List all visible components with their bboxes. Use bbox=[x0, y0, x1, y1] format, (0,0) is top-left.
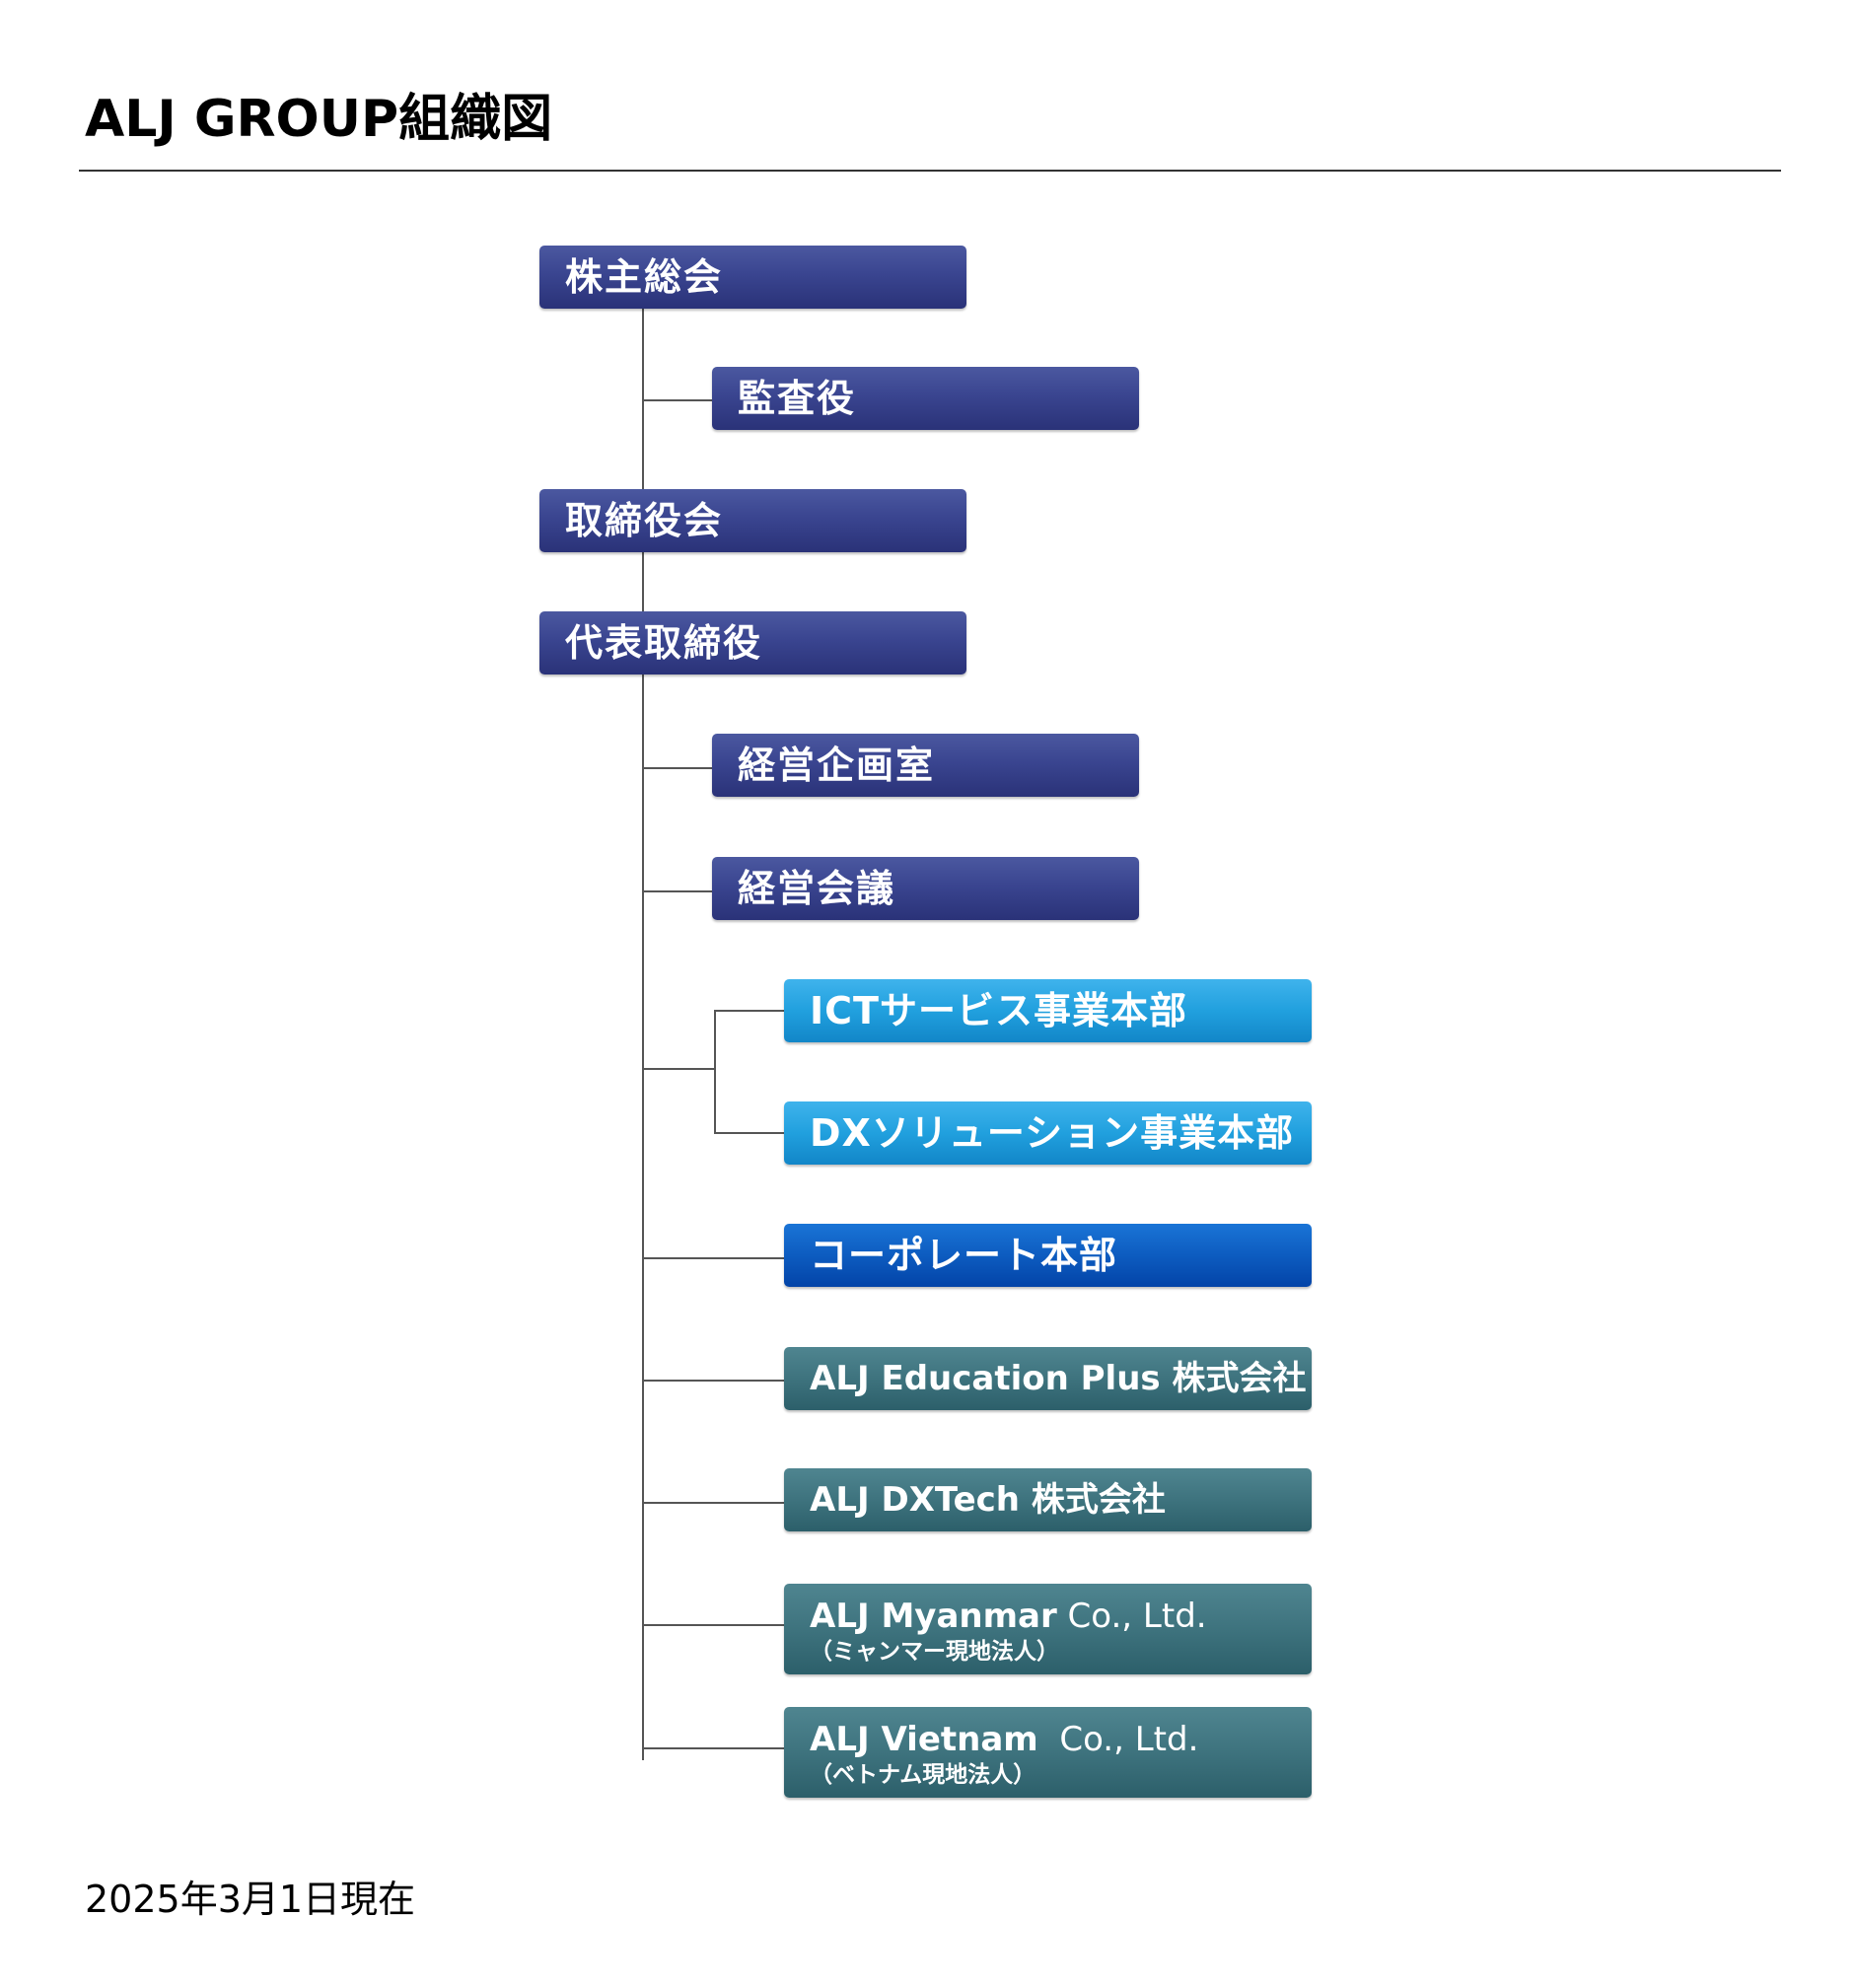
page-title: ALJ GROUP組織図 bbox=[85, 90, 553, 149]
node-label: DXソリューション事業本部 bbox=[810, 1111, 1295, 1155]
node-auditor: 監査役 bbox=[712, 367, 1139, 430]
connector-vietnam bbox=[642, 1747, 785, 1749]
node-label: 監査役 bbox=[738, 377, 857, 420]
node-alj-education-plus: ALJ Education Plus 株式会社 bbox=[784, 1347, 1312, 1410]
connector-education bbox=[642, 1380, 785, 1382]
connector-ict bbox=[714, 1010, 785, 1012]
connector-dxtech bbox=[642, 1502, 785, 1504]
company-name: ALJ Vietnam bbox=[810, 1720, 1038, 1759]
node-label: ALJ DXTech 株式会社 bbox=[810, 1480, 1166, 1520]
company-suffix: Co., Ltd. bbox=[1037, 1720, 1199, 1759]
node-board-of-directors: 取締役会 bbox=[539, 489, 966, 552]
node-label-group: ALJ Myanmar Co., Ltd. （ミャンマー現地法人） bbox=[810, 1597, 1207, 1668]
connector-management-meeting bbox=[642, 890, 713, 892]
node-label: 株主総会 bbox=[565, 255, 724, 299]
node-corporate-division: コーポレート本部 bbox=[784, 1224, 1312, 1287]
company-name: ALJ Myanmar bbox=[810, 1597, 1057, 1636]
connector-corporate bbox=[642, 1257, 785, 1259]
node-management-meeting: 経営会議 bbox=[712, 857, 1139, 920]
node-label: 取締役会 bbox=[565, 499, 724, 542]
node-alj-dxtech: ALJ DXTech 株式会社 bbox=[784, 1468, 1312, 1531]
node-representative-director: 代表取締役 bbox=[539, 611, 966, 674]
node-dx-solution-division: DXソリューション事業本部 bbox=[784, 1101, 1312, 1165]
connector-planning bbox=[642, 767, 713, 769]
node-label: 経営企画室 bbox=[738, 744, 936, 787]
node-label: ALJ Education Plus 株式会社 bbox=[810, 1359, 1307, 1398]
node-label: コーポレート本部 bbox=[810, 1234, 1118, 1277]
company-suffix: Co., Ltd. bbox=[1056, 1597, 1207, 1636]
connector-dx bbox=[714, 1132, 785, 1134]
node-management-planning-office: 経営企画室 bbox=[712, 734, 1139, 797]
node-label: 経営会議 bbox=[738, 867, 896, 910]
as-of-date: 2025年3月1日現在 bbox=[85, 1878, 416, 1921]
connector-business-group bbox=[642, 1068, 715, 1070]
company-note: （ミャンマー現地法人） bbox=[810, 1639, 1059, 1666]
node-label: ICTサービス事業本部 bbox=[810, 989, 1187, 1032]
company-note: （ベトナム現地法人） bbox=[810, 1762, 1036, 1789]
node-label: 代表取締役 bbox=[565, 621, 763, 665]
connector-business-group-vertical bbox=[714, 1010, 716, 1133]
connector-myanmar bbox=[642, 1624, 785, 1626]
node-label-group: ALJ Vietnam Co., Ltd. （ベトナム現地法人） bbox=[810, 1720, 1199, 1791]
connector-auditor bbox=[642, 399, 713, 401]
node-shareholders-meeting: 株主総会 bbox=[539, 246, 966, 309]
company-name-line: ALJ Vietnam Co., Ltd. bbox=[810, 1720, 1199, 1759]
main-connector-vertical bbox=[642, 309, 644, 1760]
node-alj-myanmar: ALJ Myanmar Co., Ltd. （ミャンマー現地法人） bbox=[784, 1584, 1312, 1674]
company-name-line: ALJ Myanmar Co., Ltd. bbox=[810, 1597, 1207, 1636]
node-alj-vietnam: ALJ Vietnam Co., Ltd. （ベトナム現地法人） bbox=[784, 1707, 1312, 1798]
node-ict-service-division: ICTサービス事業本部 bbox=[784, 979, 1312, 1042]
title-divider bbox=[79, 170, 1781, 172]
